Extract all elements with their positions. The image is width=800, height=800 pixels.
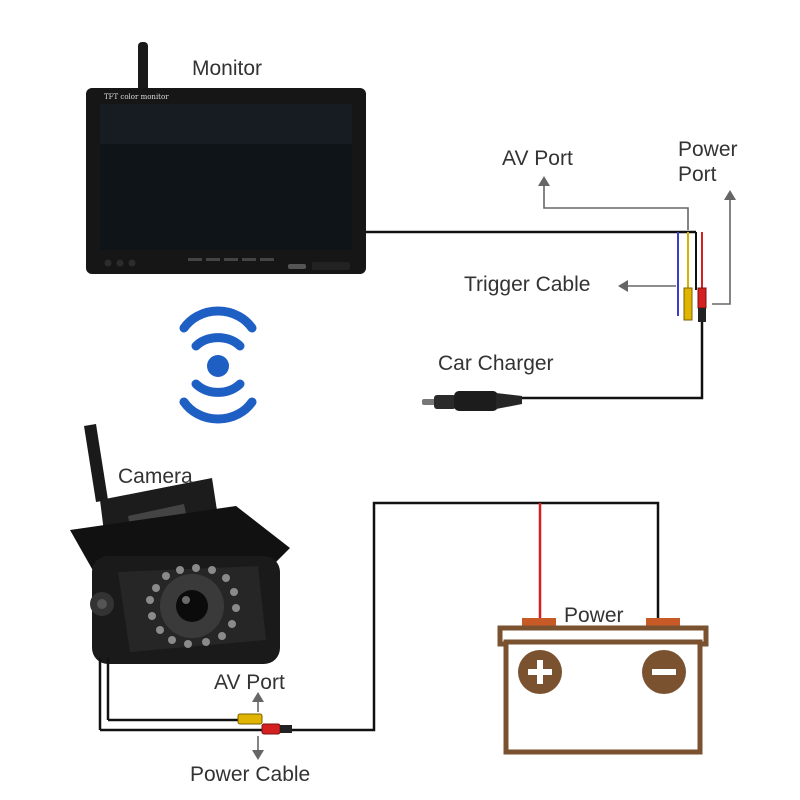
battery — [497, 618, 709, 755]
wifi-arc-outer-bottom — [179, 397, 257, 424]
monitor-bezel-text: TFT color monitor — [104, 93, 169, 101]
camera-label: Camera — [118, 465, 193, 488]
charger-body — [454, 391, 498, 411]
charger-tip — [422, 399, 436, 405]
car-charger-label: Car Charger — [438, 352, 554, 375]
av-connector — [683, 287, 693, 321]
arrow-up-icon — [724, 190, 736, 200]
charger-neck — [434, 395, 456, 409]
plus-icon-vertical — [537, 660, 543, 684]
camera-ir-leds — [146, 564, 240, 648]
camera-device — [70, 424, 290, 664]
camera-lens — [176, 590, 208, 622]
monitor-label: Monitor — [192, 57, 263, 80]
wifi-arc-inner-top — [191, 333, 245, 351]
camera-connectors — [237, 713, 292, 735]
monitor-device: TFT color monitor — [86, 42, 366, 274]
camera-power-wire — [292, 501, 660, 732]
arrow-down-icon — [252, 750, 264, 760]
charger-tail — [496, 393, 522, 409]
power-connector — [697, 287, 707, 309]
monitor-control — [260, 258, 274, 261]
pointer-arrows — [543, 184, 731, 305]
monitor-control — [188, 258, 202, 261]
monitor-control — [206, 258, 220, 261]
arrow-up-icon — [252, 692, 264, 702]
av-port-label-bottom: AV Port — [214, 671, 285, 694]
power-cable-label: Power Cable — [190, 763, 311, 786]
monitor-grille — [312, 262, 350, 270]
monitor-control — [242, 258, 256, 261]
power-connector-barrel — [280, 725, 292, 733]
power-connector-red — [261, 723, 281, 735]
car-charger-cable — [520, 322, 704, 400]
av-connector-yellow — [237, 713, 263, 725]
arrow-up-icon — [538, 176, 550, 186]
wifi-center-dot — [207, 355, 229, 377]
minus-icon-bar — [652, 669, 676, 675]
monitor-button — [128, 259, 136, 267]
wifi-signal-icon — [179, 306, 257, 424]
power-port-label-line1: Power — [678, 138, 738, 161]
monitor-antenna — [138, 42, 148, 94]
monitor-control — [224, 258, 238, 261]
camera-lens-glint — [182, 596, 190, 604]
monitor-screen-glare — [100, 104, 352, 144]
camera-antenna — [84, 424, 108, 502]
monitor-button — [104, 259, 112, 267]
trigger-cable-label: Trigger Cable — [464, 273, 591, 296]
car-charger-plug — [422, 391, 522, 411]
power-port-label-line2: Port — [678, 163, 717, 186]
power-port-label: Power Port — [678, 137, 738, 187]
wifi-arc-inner-bottom — [191, 379, 245, 397]
av-port-pointer-line — [543, 184, 689, 230]
monitor-junction — [520, 232, 707, 400]
power-connector-body — [698, 308, 706, 322]
arrowheads — [538, 176, 736, 292]
wifi-arc-outer-top — [179, 306, 257, 333]
monitor-button — [116, 259, 124, 267]
power-label: Power — [564, 604, 624, 627]
monitor-power-button — [288, 264, 306, 269]
arrow-left-icon — [618, 280, 628, 292]
av-port-label-top: AV Port — [502, 147, 573, 170]
camera-knob-center — [97, 599, 107, 609]
power-port-pointer-line — [712, 198, 731, 305]
